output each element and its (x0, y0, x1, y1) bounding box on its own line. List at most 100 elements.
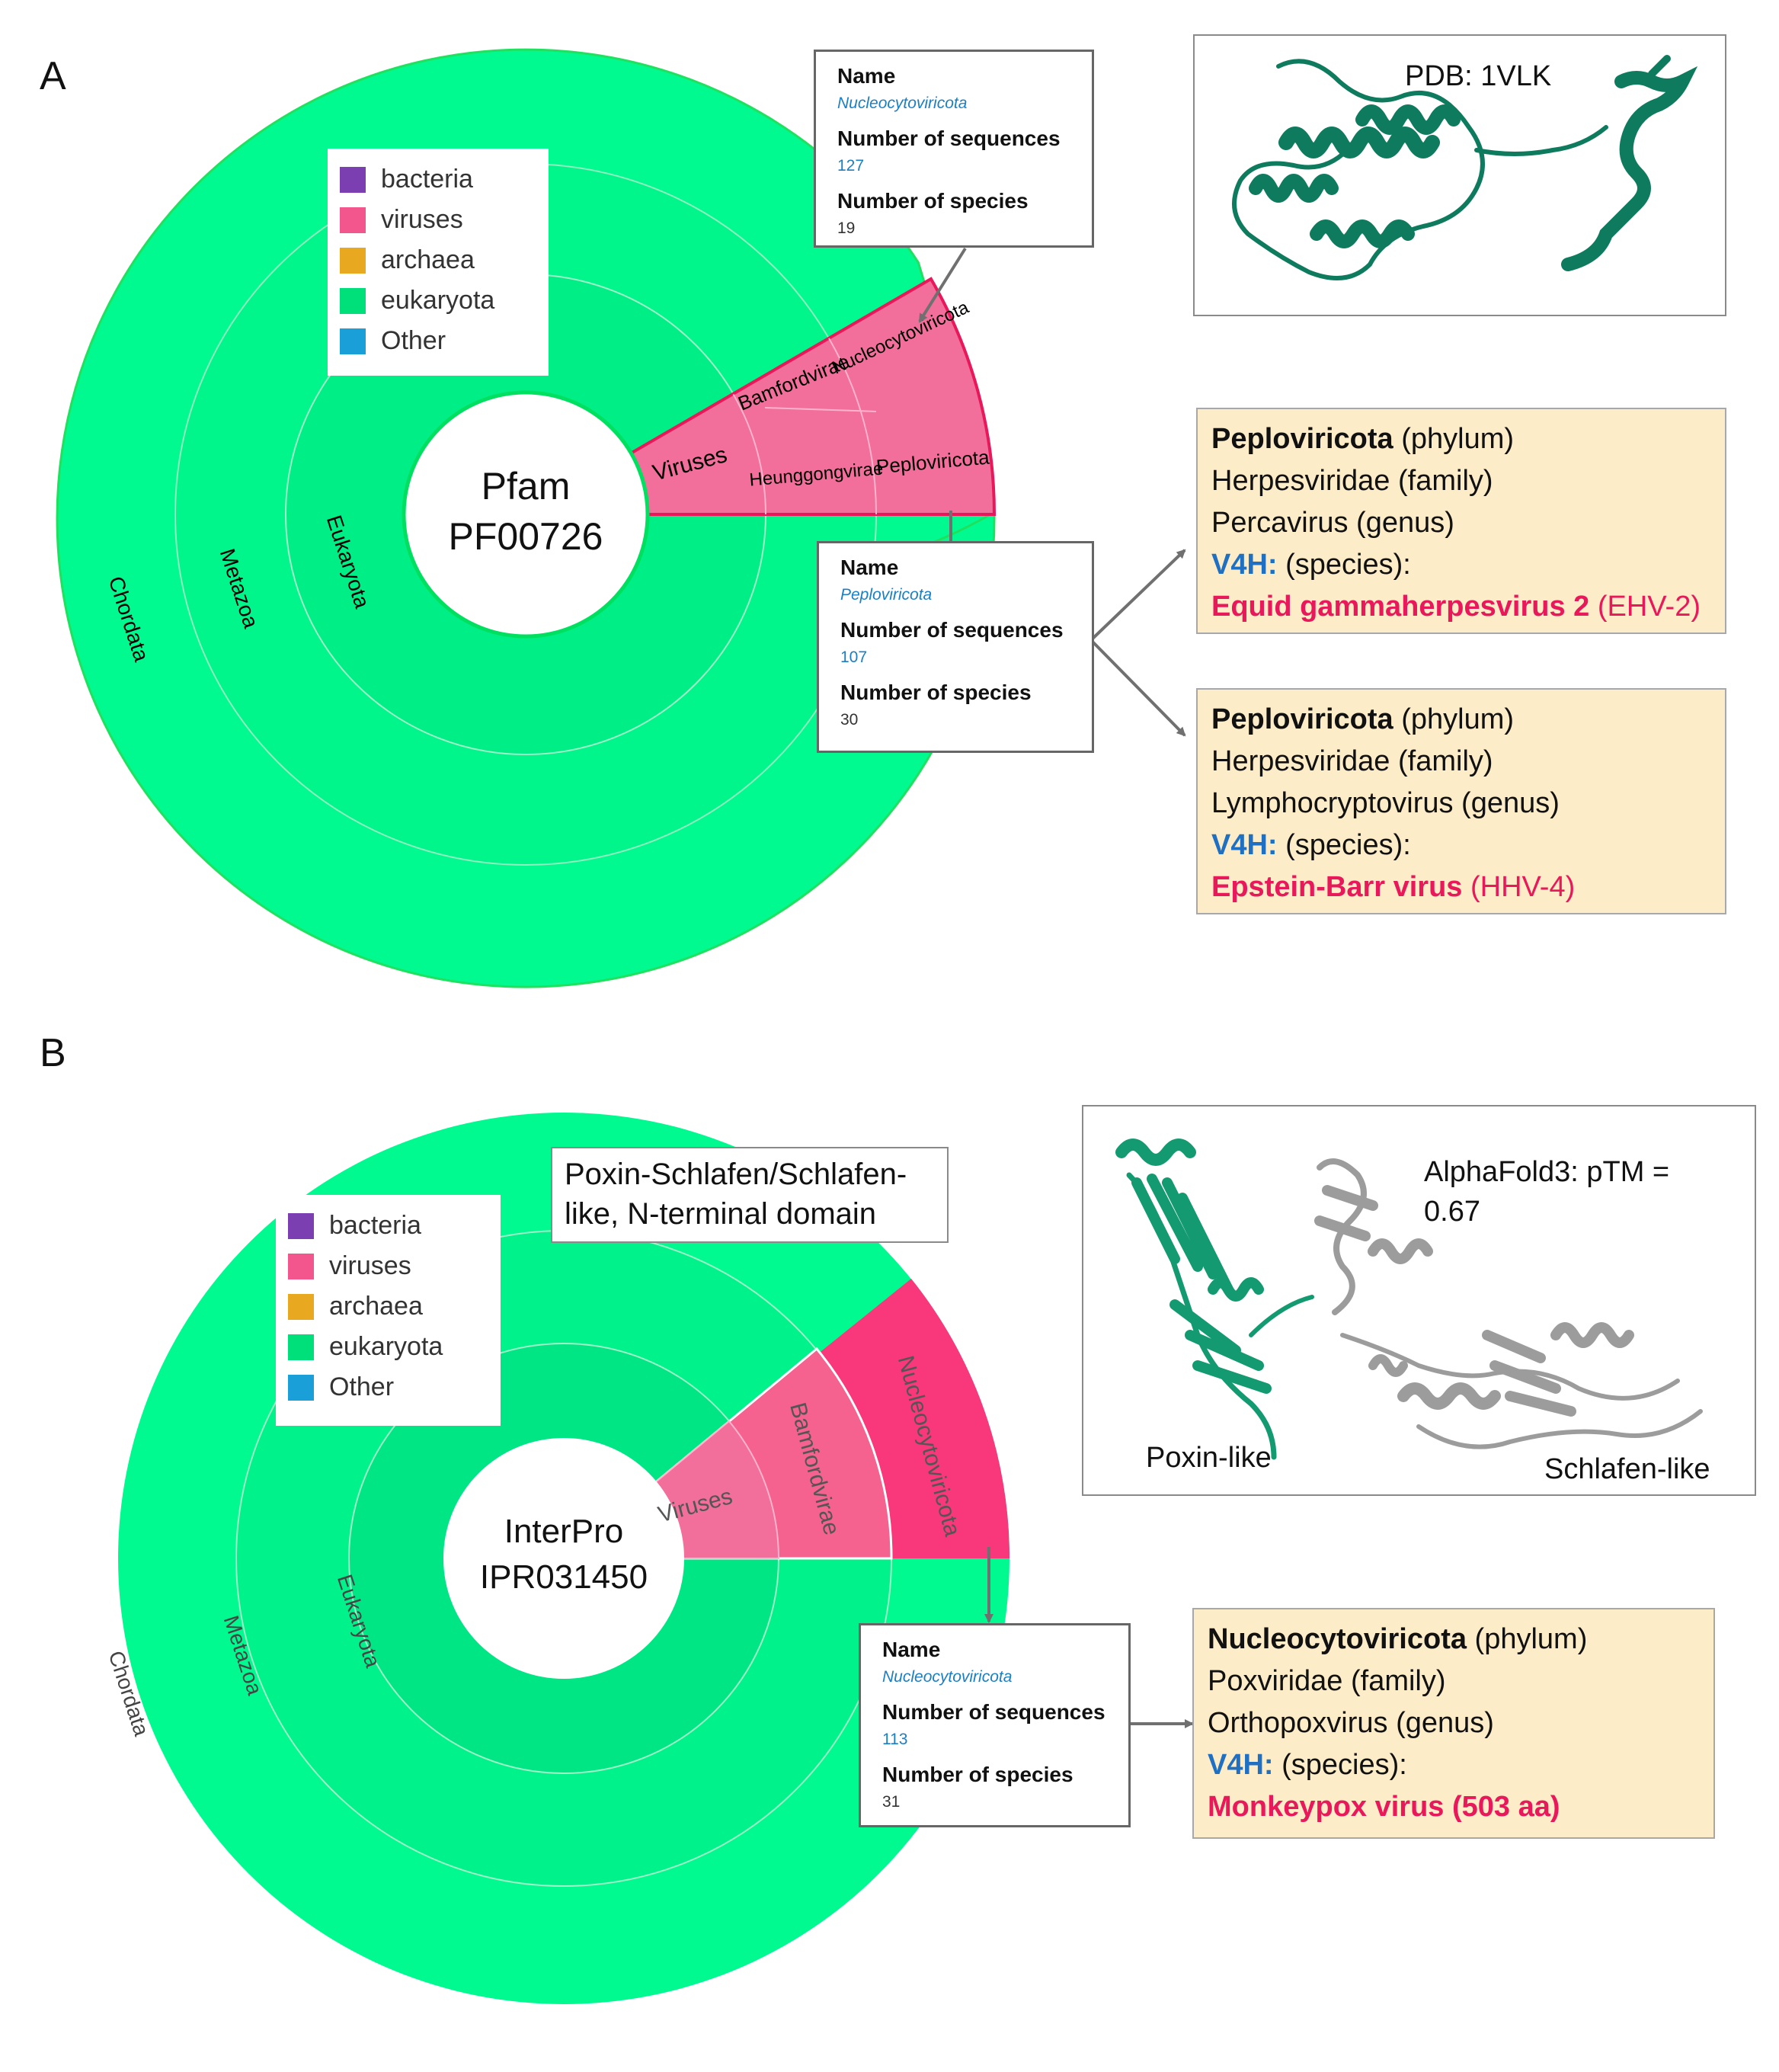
center-line2-a: PF00726 (448, 515, 603, 558)
legend-item[interactable]: viruses (340, 200, 536, 240)
legend-b: bacteria viruses archaea eukaryota Other (276, 1195, 501, 1426)
tooltip-peplo-a: Name Peploviricota Number of sequences 1… (817, 541, 1094, 753)
legend-swatch (340, 247, 366, 274)
alphafold-line2: 0.67 (1424, 1196, 1480, 1228)
tooltip-name-value: Peploviricota (840, 586, 933, 604)
legend-item[interactable]: Other (340, 321, 536, 361)
info-phylum: Peploviricota (phylum) (1211, 699, 1711, 741)
center-circle-a (402, 390, 650, 639)
tooltip-species-value: 19 (837, 219, 856, 237)
info-phylum-tag: (phylum) (1467, 1623, 1588, 1655)
structure-box-b: AlphaFold3: pTM = 0.67 Poxin-like Schlaf… (1082, 1105, 1756, 1496)
legend-label: bacteria (381, 165, 473, 194)
tooltip-species-value: 31 (882, 1793, 901, 1811)
tooltip-species-key: Number of species (882, 1763, 1073, 1786)
species-name: Epstein-Barr virus (1211, 871, 1463, 903)
tooltip-seq-value: 107 (840, 649, 868, 666)
info-family: Herpesviridae (family) (1211, 745, 1493, 777)
tooltip-species-key: Number of species (837, 189, 1029, 213)
legend-label: archaea (329, 1292, 423, 1321)
info-phylum: Peploviricota (phylum) (1211, 418, 1711, 460)
legend-item[interactable]: eukaryota (288, 1327, 488, 1367)
v4h-label: V4H: (1211, 829, 1278, 861)
arrow-popup-top-a (918, 247, 967, 323)
legend-label: Other (329, 1372, 395, 1401)
info-phylum-name: Nucleocytoviricota (1208, 1623, 1467, 1655)
protein-structure-b (1115, 1138, 1703, 1460)
schlafen-like-label: Schlafen-like (1544, 1453, 1710, 1485)
legend-label: viruses (381, 205, 463, 234)
center-label-a: Pfam PF00726 (404, 461, 648, 562)
legend-label: eukaryota (329, 1332, 443, 1361)
info-phylum-name: Peploviricota (1211, 423, 1393, 455)
arrow-info2-a (1089, 639, 1186, 737)
legend-item[interactable]: Other (288, 1367, 488, 1407)
info-v4h: V4H: (species): (1211, 544, 1711, 586)
legend-label: archaea (381, 245, 475, 274)
legend-item[interactable]: bacteria (288, 1206, 488, 1246)
tooltip-nucleo-b: Name Nucleocytoviricota Number of sequen… (859, 1623, 1131, 1827)
structure-label-a: PDB: 1VLK (1405, 60, 1552, 92)
protein-structure-a (1232, 55, 1698, 280)
tooltip-name-key: Name (840, 556, 899, 579)
domain-name-box: Poxin-Schlafen/Schlafen- like, N-termina… (551, 1147, 949, 1243)
tooltip-seq-value: 127 (837, 157, 865, 175)
info-family: Herpesviridae (family) (1211, 465, 1493, 497)
tooltip-seq-key: Number of sequences (837, 126, 1061, 150)
species-tag: (species): (1277, 549, 1411, 581)
tooltip-seq-key: Number of sequences (840, 618, 1064, 642)
legend-swatch (288, 1374, 314, 1401)
tooltip-species-value: 30 (840, 711, 859, 729)
species-tag: (species): (1273, 1749, 1407, 1781)
species-name: Monkeypox virus (503 aa) (1208, 1791, 1560, 1823)
info-phylum-name: Peploviricota (1211, 703, 1393, 735)
legend-swatch (288, 1334, 314, 1360)
legend-swatch (340, 166, 366, 193)
legend-swatch (288, 1253, 314, 1279)
legend-a: bacteria viruses archaea eukaryota Other (328, 149, 549, 376)
info-species: Monkeypox virus (503 aa) (1208, 1786, 1700, 1828)
species-abbr: (HHV-4) (1462, 871, 1576, 903)
center-line1-a: Pfam (481, 465, 571, 508)
info-box-ehv2: Peploviricota (phylum) Herpesviridae (fa… (1196, 408, 1726, 634)
legend-item[interactable]: bacteria (340, 159, 536, 200)
center-line1-b: InterPro (504, 1513, 624, 1550)
species-abbr: (EHV-2) (1589, 591, 1701, 623)
tooltip-name-value: Nucleocytoviricota (882, 1668, 1013, 1686)
tooltip-name-key: Name (882, 1638, 941, 1661)
info-genus: Lymphocryptovirus (genus) (1211, 787, 1560, 819)
legend-swatch (340, 287, 366, 314)
legend-swatch (288, 1293, 314, 1320)
info-genus: Percavirus (genus) (1211, 507, 1454, 539)
info-phylum: Nucleocytoviricota (phylum) (1208, 1619, 1700, 1660)
legend-item[interactable]: viruses (288, 1246, 488, 1286)
tooltip-seq-value: 113 (882, 1731, 908, 1748)
wedge-viruses-a[interactable] (520, 277, 997, 516)
center-label-b: InterPro IPR031450 (408, 1509, 720, 1600)
legend-label: viruses (329, 1251, 411, 1280)
legend-label: bacteria (329, 1211, 421, 1240)
legend-label: eukaryota (381, 286, 495, 315)
species-tag: (species): (1277, 829, 1411, 861)
panel-letter-a: A (40, 54, 66, 98)
v4h-label: V4H: (1208, 1749, 1274, 1781)
center-line2-b: IPR031450 (479, 1558, 648, 1596)
tooltip-name-value: Nucleocytoviricota (837, 94, 968, 112)
legend-swatch (340, 207, 366, 233)
legend-label: Other (381, 326, 446, 355)
alphafold-label: AlphaFold3: pTM = 0.67 (1424, 1152, 1669, 1231)
structure-box-a: PDB: 1VLK (1193, 34, 1726, 316)
center-circle-b (443, 1438, 684, 1679)
tooltip-nucleo-a: Name Nucleocytoviricota Number of sequen… (814, 50, 1094, 248)
info-phylum-tag: (phylum) (1393, 423, 1515, 455)
info-phylum-tag: (phylum) (1393, 703, 1515, 735)
v4h-label: V4H: (1211, 549, 1278, 581)
tooltip-name-key: Name (837, 64, 896, 88)
poxin-like-label: Poxin-like (1146, 1442, 1272, 1474)
legend-item[interactable]: eukaryota (340, 280, 536, 321)
legend-item[interactable]: archaea (288, 1286, 488, 1327)
legend-item[interactable]: archaea (340, 240, 536, 280)
info-v4h: V4H: (species): (1208, 1744, 1700, 1786)
info-box-hhv4: Peploviricota (phylum) Herpesviridae (fa… (1196, 688, 1726, 914)
legend-swatch (288, 1212, 314, 1239)
